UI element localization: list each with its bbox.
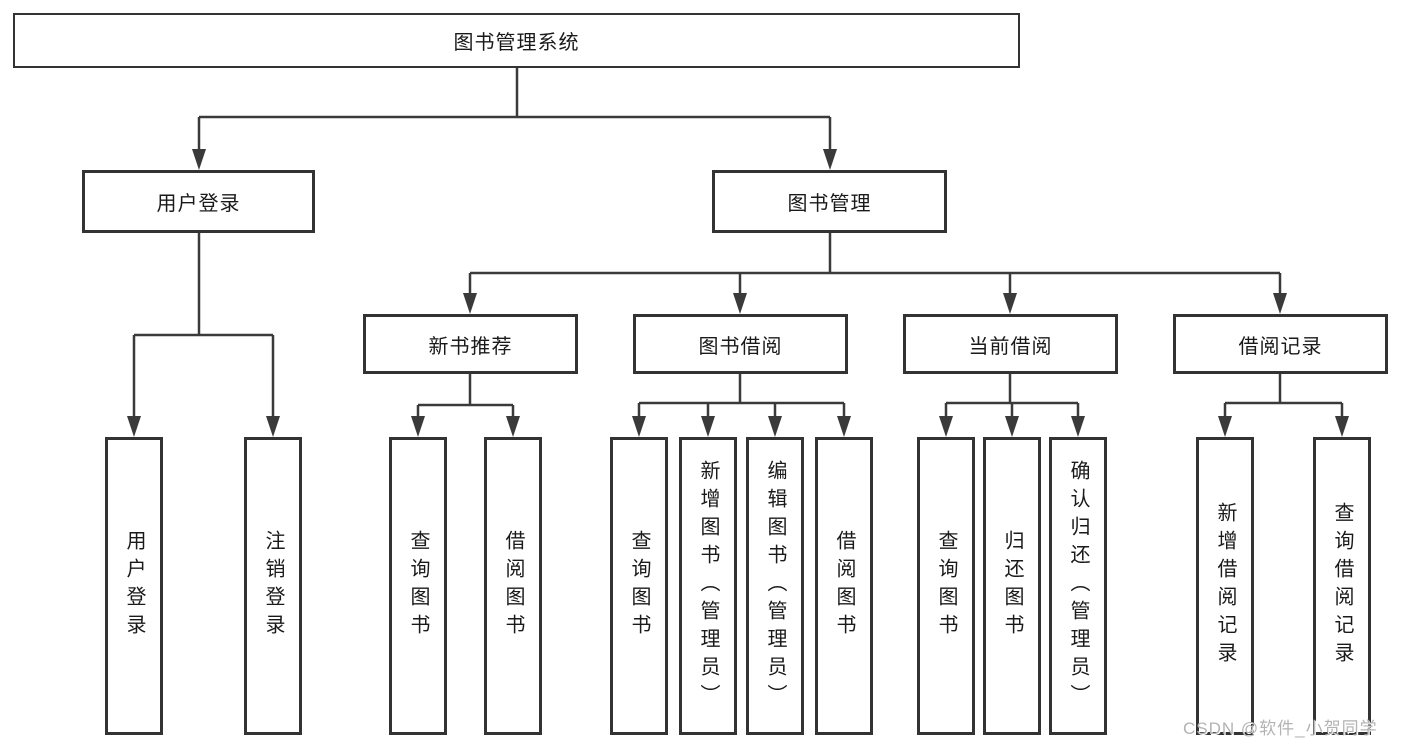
leaf-user-login: 用户登录 (105, 437, 163, 735)
leaf-record-query-label: 查询借阅记录 (1331, 502, 1353, 670)
leaf-record-add: 新增借阅记录 (1196, 437, 1254, 735)
node-book-management: 图书管理 (712, 170, 947, 233)
leaf-borrow-book: 借阅图书 (815, 437, 873, 735)
leaf-newbook-query-label: 查询图书 (407, 530, 429, 642)
leaf-borrow-query-label: 查询图书 (628, 530, 650, 642)
csdn-watermark: CSDN @软件_小贺同学 (1183, 719, 1378, 738)
node-current-borrowing-label: 当前借阅 (968, 335, 1053, 358)
leaf-newbook-borrow-label: 借阅图书 (502, 530, 524, 642)
node-new-book-recommend: 新书推荐 (363, 314, 578, 374)
leaf-logout: 注销登录 (244, 437, 302, 735)
node-borrowing-records-label: 借阅记录 (1238, 335, 1323, 358)
leaf-user-login-label: 用户登录 (123, 530, 145, 642)
node-new-book-recommend-label: 新书推荐 (428, 335, 513, 358)
leaf-borrow-query: 查询图书 (610, 437, 668, 735)
node-borrowing-records: 借阅记录 (1173, 314, 1388, 374)
leaf-current-query: 查询图书 (917, 437, 975, 735)
node-book-borrowing-label: 图书借阅 (698, 335, 783, 358)
leaf-current-query-label: 查询图书 (935, 530, 957, 642)
leaf-logout-label: 注销登录 (262, 530, 284, 642)
leaf-current-confirm-admin-label: 确认归还（管理员） (1067, 460, 1089, 712)
leaf-newbook-query: 查询图书 (389, 437, 447, 735)
node-user-login: 用户登录 (82, 170, 315, 233)
node-user-login-label: 用户登录 (156, 193, 241, 215)
leaf-borrow-edit-admin: 编辑图书（管理员） (746, 437, 804, 735)
leaf-borrow-add-admin: 新增图书（管理员） (679, 437, 737, 735)
node-system-root-label: 图书管理系统 (453, 32, 580, 54)
leaf-newbook-borrow: 借阅图书 (484, 437, 542, 735)
node-book-borrowing: 图书借阅 (633, 314, 848, 374)
leaf-current-confirm-admin: 确认归还（管理员） (1049, 437, 1107, 735)
node-book-management-label: 图书管理 (787, 193, 872, 215)
leaf-record-add-label: 新增借阅记录 (1214, 502, 1236, 670)
leaf-borrow-add-admin-label: 新增图书（管理员） (697, 460, 719, 712)
leaf-borrow-edit-admin-label: 编辑图书（管理员） (764, 460, 786, 712)
leaf-current-return-label: 归还图书 (1001, 530, 1023, 642)
leaf-borrow-book-label: 借阅图书 (833, 530, 855, 642)
leaf-record-query: 查询借阅记录 (1313, 437, 1371, 735)
leaf-current-return: 归还图书 (983, 437, 1041, 735)
node-current-borrowing: 当前借阅 (903, 314, 1118, 374)
node-system-root: 图书管理系统 (13, 13, 1020, 68)
